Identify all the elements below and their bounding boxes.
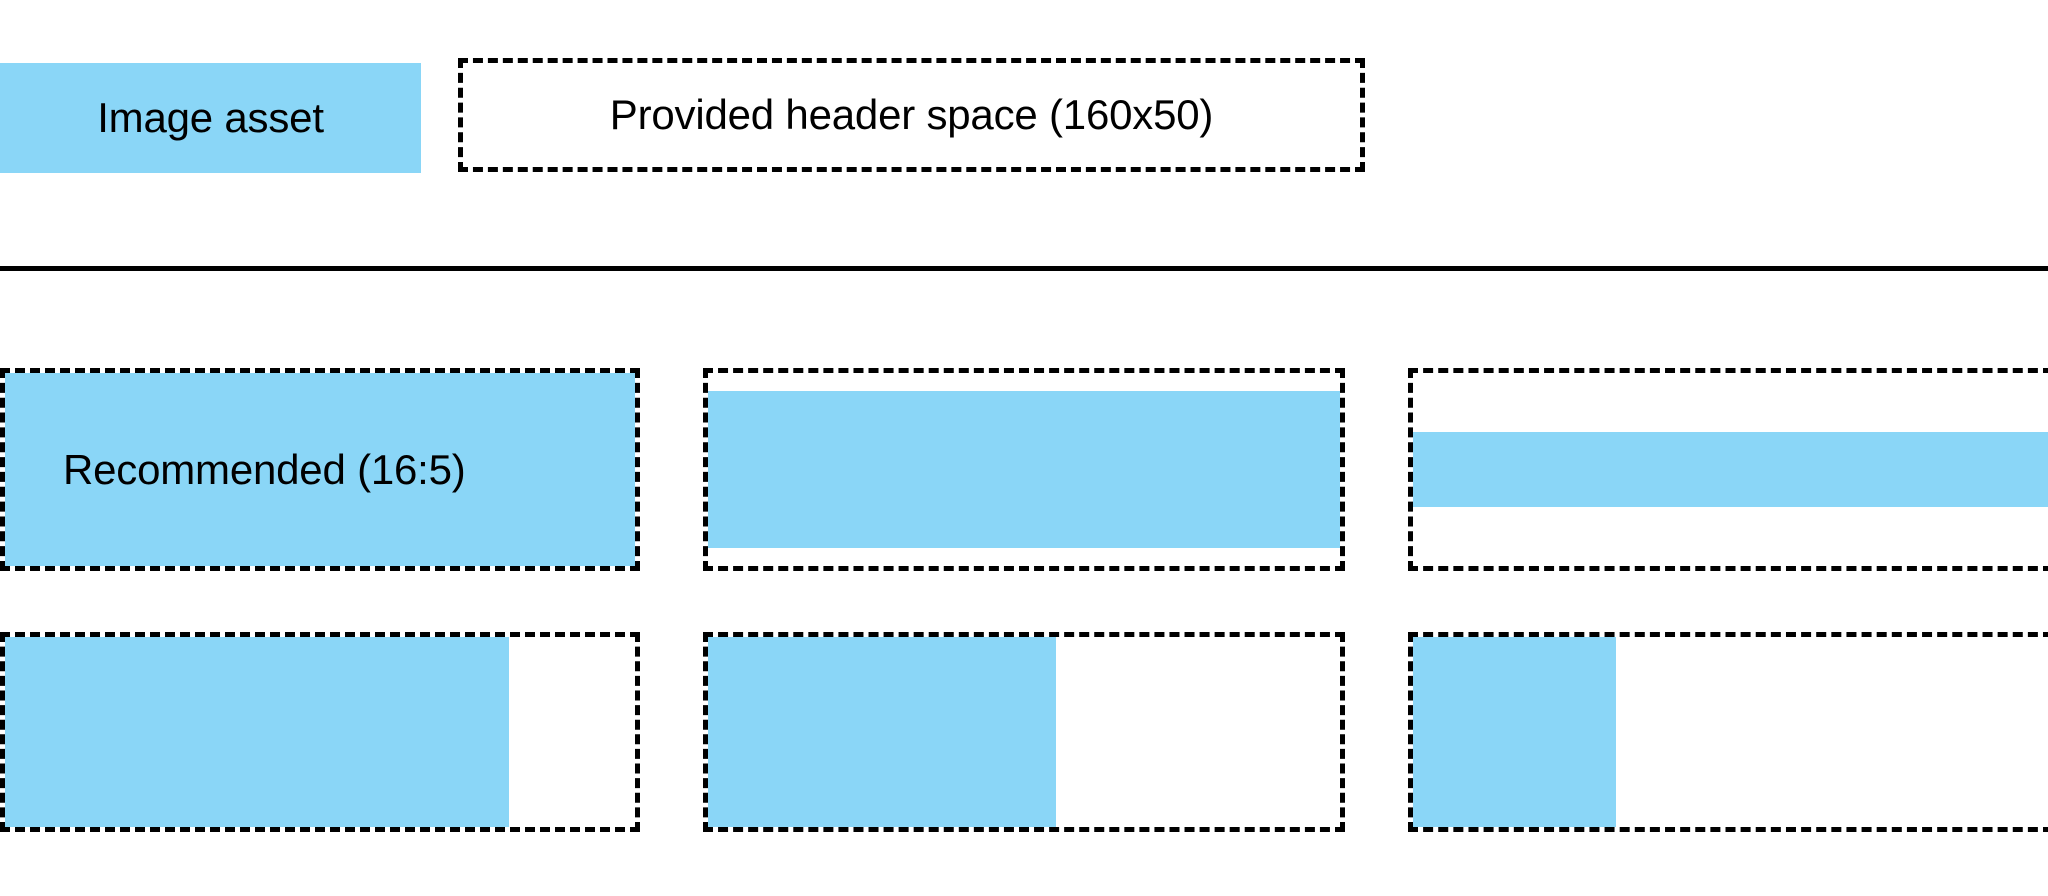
image-asset-swatch: Image asset xyxy=(0,63,421,173)
sample-cell xyxy=(703,368,1345,571)
sample-cell: Recommended (16:5) xyxy=(0,368,640,571)
recommended-ratio-label: Recommended (16:5) xyxy=(63,445,466,493)
sample-cell xyxy=(703,632,1345,832)
sample-grid: Recommended (16:5) xyxy=(0,368,2048,896)
asset-fill: Recommended (16:5) xyxy=(5,373,635,566)
sample-cell xyxy=(1408,632,2048,832)
asset-fill xyxy=(5,637,509,827)
header-example-row: Image asset Provided header space (160x5… xyxy=(0,0,2048,268)
sample-row-height-variation: Recommended (16:5) xyxy=(0,368,2048,571)
sample-row-width-variation xyxy=(0,632,2048,832)
sample-cell xyxy=(1408,368,2048,571)
asset-fill xyxy=(1413,637,1617,827)
section-divider xyxy=(0,266,2048,271)
provided-header-space-box: Provided header space (160x50) xyxy=(458,58,1365,172)
sample-cell xyxy=(0,632,640,832)
provided-header-space-label: Provided header space (160x50) xyxy=(609,91,1214,138)
image-asset-label: Image asset xyxy=(97,94,324,141)
asset-fill xyxy=(708,391,1340,548)
asset-fill xyxy=(1413,431,2048,508)
asset-fill xyxy=(708,637,1056,827)
